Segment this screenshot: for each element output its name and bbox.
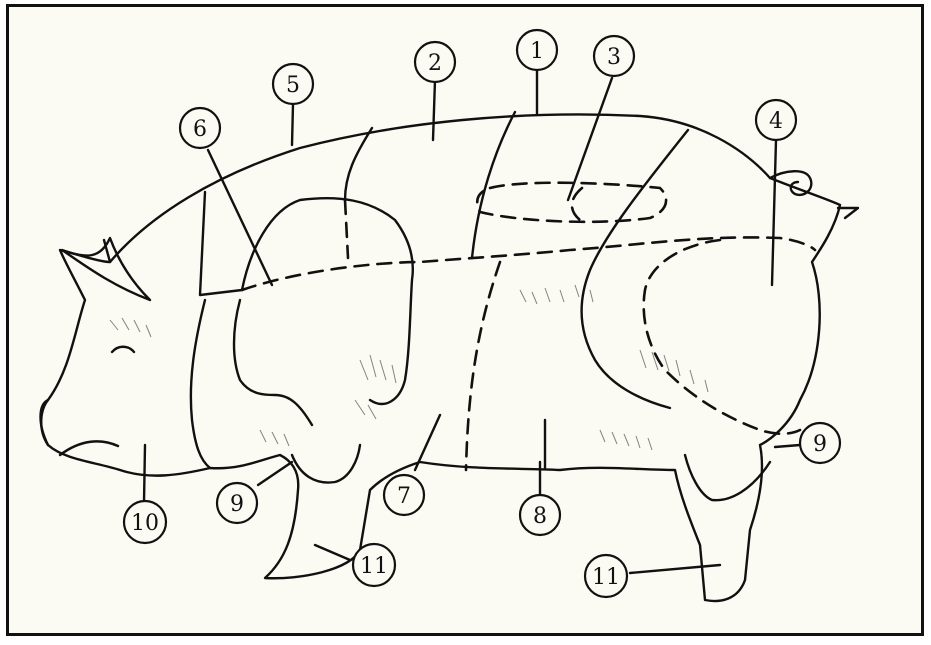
pig-tail-tip: [838, 208, 858, 218]
label-3: 3: [594, 36, 634, 76]
dash-line-tenderloin-mid: [572, 188, 582, 220]
svg-text:6: 6: [193, 117, 207, 142]
label-1: 1: [517, 30, 557, 70]
svg-text:7: 7: [397, 484, 411, 509]
label-7: 7: [384, 475, 424, 515]
svg-text:1: 1: [530, 39, 544, 64]
cut-line-shoulder-front: [191, 300, 210, 468]
label-5: 5: [273, 64, 313, 104]
svg-text:9: 9: [230, 492, 244, 517]
svg-text:11: 11: [592, 565, 620, 590]
cut-line-ham-front: [582, 130, 688, 408]
svg-text:4: 4: [769, 109, 783, 134]
label-9-front: 9: [217, 483, 257, 523]
label-11-hind: 11: [585, 555, 627, 597]
cut-line-shoulder-top: [242, 198, 413, 404]
svg-text:2: 2: [428, 51, 442, 76]
hair-shading: [110, 285, 708, 450]
svg-text:8: 8: [533, 504, 547, 529]
dash-line-spine-2: [345, 200, 348, 258]
svg-text:10: 10: [131, 511, 159, 536]
label-8: 8: [520, 495, 560, 535]
label-9-hind: 9: [800, 423, 840, 463]
cut-line-front-hock: [292, 445, 360, 483]
pig-mouth: [60, 441, 118, 455]
label-10: 10: [124, 501, 166, 543]
cut-line-1-loin: [472, 112, 515, 258]
label-2: 2: [415, 42, 455, 82]
svg-text:5: 5: [286, 73, 300, 98]
svg-text:11: 11: [360, 554, 388, 579]
svg-text:3: 3: [607, 45, 621, 70]
dash-line-ham: [644, 240, 800, 434]
cut-line-2-1: [345, 128, 372, 200]
svg-text:9: 9: [813, 432, 827, 457]
cut-line-front-leg: [234, 300, 312, 425]
label-11-front: 11: [353, 544, 395, 586]
pig-eye: [112, 347, 134, 352]
dash-line-back: [242, 237, 815, 290]
cut-line-hind-hock: [685, 455, 770, 500]
label-6: 6: [180, 108, 220, 148]
dash-line-belly-7: [466, 262, 500, 470]
label-4: 4: [756, 100, 796, 140]
